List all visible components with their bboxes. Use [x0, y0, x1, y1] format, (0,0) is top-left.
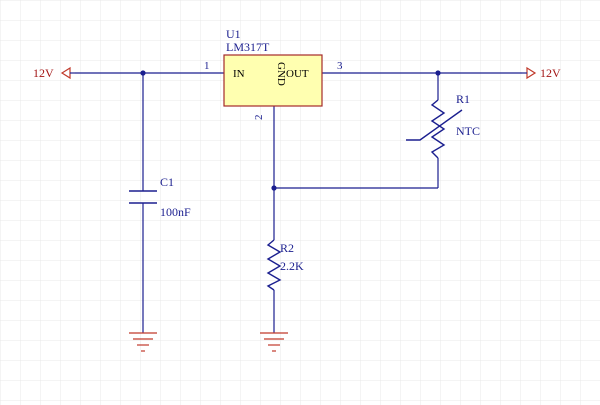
r1-value: NTC [456, 124, 480, 138]
r2-designator: R2 [280, 241, 294, 255]
u1-part: LM317T [226, 40, 270, 54]
c1-capacitor[interactable]: C1 100nF [129, 175, 191, 219]
c1-designator: C1 [160, 175, 174, 189]
u1-pin2-number: 2 [253, 115, 265, 121]
r1-designator: R1 [456, 92, 470, 106]
power-port-right[interactable]: 12V [522, 66, 561, 80]
u1-designator: U1 [226, 27, 241, 41]
wires [75, 72, 522, 333]
r1-zigzag [430, 99, 446, 159]
power-label-right: 12V [540, 66, 561, 80]
u1-pin1-number: 1 [204, 60, 210, 72]
power-label-left: 12V [33, 66, 54, 80]
junction-output [435, 70, 441, 76]
power-port-left[interactable]: 12V [33, 66, 75, 80]
ground-symbol-r2[interactable] [260, 332, 288, 352]
r2-zigzag [266, 239, 282, 291]
c1-value: 100nF [160, 205, 191, 219]
u1-body [223, 54, 323, 107]
r1-thermistor[interactable]: R1 NTC [406, 92, 480, 159]
r2-value: 2.2K [280, 259, 304, 273]
r1-ntc-slash [406, 109, 463, 141]
r2-resistor[interactable]: R2 2.2K [266, 239, 304, 291]
u1-regulator[interactable]: U1 LM317T IN OUT GND 1 3 2 [204, 27, 343, 120]
u1-pin-out: OUT [286, 68, 309, 80]
ground-symbol-c1[interactable] [129, 332, 157, 352]
u1-pin3-number: 3 [337, 60, 343, 72]
junction-feedback [271, 185, 277, 191]
junction-input [140, 70, 146, 76]
u1-pin-in: IN [233, 68, 245, 80]
u1-pin-gnd: GND [275, 62, 287, 86]
